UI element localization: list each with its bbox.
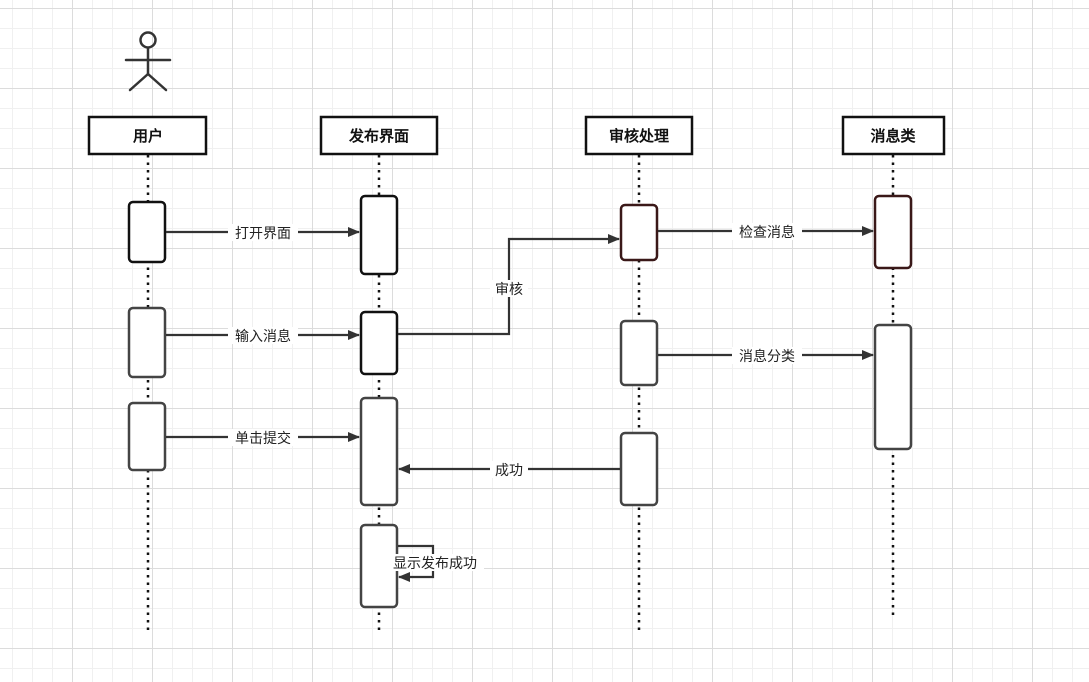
activation-message-2 [873,323,913,451]
message-show: 显示发布成功 [386,544,484,582]
participant-review-label: 审核处理 [609,127,669,145]
participant-publish: 发布界面 [319,115,439,156]
message-review-label: 审核 [495,282,523,298]
activation-publish-3 [359,396,399,507]
message-submit-label: 单击提交 [235,430,291,447]
message-success: 成功 [398,461,620,479]
message-review: 审核 [398,234,620,336]
message-classify: 消息分类 [658,347,874,365]
message-open-label: 打开界面 [235,225,291,242]
activation-message-1 [873,194,913,270]
message-open: 打开界面 [166,224,360,242]
participant-message: 消息类 [841,115,946,156]
participant-message-label: 消息类 [870,127,916,145]
activation-review-2 [619,319,659,387]
message-success-label: 成功 [495,463,523,479]
activation-publish-1 [359,194,399,276]
activation-user-2 [127,306,167,379]
message-check: 检查消息 [658,223,874,241]
message-submit: 单击提交 [166,429,360,447]
activation-user-3 [127,401,167,472]
message-show-label: 显示发布成功 [393,556,477,572]
actor-icon [124,31,172,92]
participant-user-label: 用户 [133,127,163,145]
message-input-label: 输入消息 [235,328,291,345]
participant-publish-label: 发布界面 [348,127,409,145]
participant-review: 审核处理 [584,115,694,156]
activation-review-1 [619,203,659,262]
message-classify-label: 消息分类 [739,348,795,365]
activation-user-1 [127,200,167,264]
message-input: 输入消息 [166,327,360,345]
activation-publish-2 [359,310,399,376]
activation-review-3 [619,431,659,507]
message-check-label: 检查消息 [739,224,795,241]
participant-user: 用户 [87,115,208,156]
